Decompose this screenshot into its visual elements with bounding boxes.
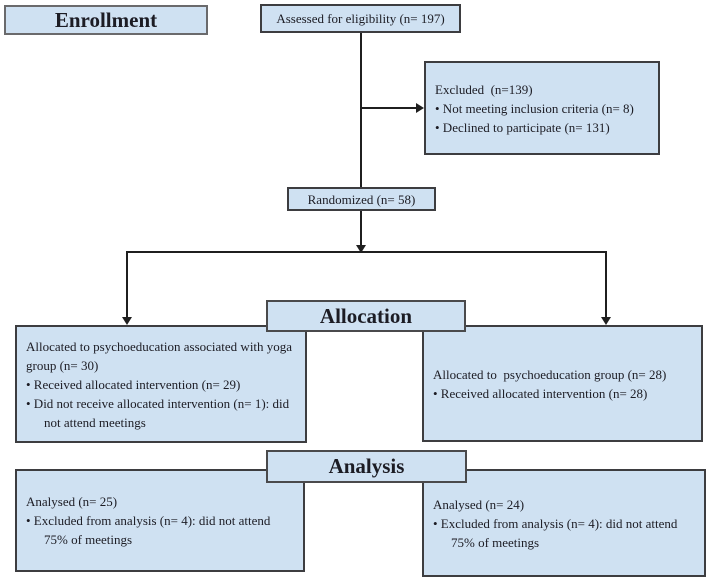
assessed-eligibility-box: Assessed for eligibility (n= 197)	[260, 4, 461, 33]
excluded-bullet-2: • Declined to participate (n= 131)	[435, 119, 610, 135]
arrowhead-split-icon	[356, 245, 366, 253]
allocation-yoga-title: Allocated to psychoeducation associated …	[26, 338, 296, 373]
analysis-yoga-title: Analysed (n= 25)	[26, 494, 118, 509]
connector-randomized-to-split	[360, 211, 362, 247]
analysis-phase-label: Analysis	[328, 454, 405, 478]
excluded-box: Excluded (n=139) • Not meeting inclusion…	[424, 61, 660, 155]
arrowhead-right-arm-icon	[601, 317, 611, 325]
randomized-text: Randomized (n= 58)	[307, 191, 416, 207]
excluded-title: Excluded (n=139)	[435, 81, 533, 97]
allocation-phase-label: Allocation	[319, 303, 413, 328]
analysis-yoga-box: Analysed (n= 25) • Excluded from analysi…	[15, 469, 305, 572]
arrowhead-excluded-icon	[416, 103, 424, 113]
randomized-box: Randomized (n= 58)	[287, 187, 436, 211]
enrollment-phase-label: Enrollment	[54, 7, 158, 32]
allocation-yoga-bullet-2: • Did not receive allocated intervention…	[26, 395, 293, 430]
allocation-phase-header: Allocation	[266, 300, 466, 332]
allocation-yoga-box: Allocated to psychoeducation associated …	[15, 325, 307, 443]
allocation-psychoeducation-bullet-1: • Received allocated intervention (n= 28…	[433, 385, 648, 401]
connector-left-arm	[126, 251, 128, 318]
analysis-psychoeducation-bullet-1: • Excluded from analysis (n= 4): did not…	[433, 515, 681, 550]
connector-assessed-to-randomized	[360, 33, 362, 187]
arrowhead-left-arm-icon	[122, 317, 132, 325]
allocation-psychoeducation-title: Allocated to psychoeducation group (n= 2…	[433, 366, 667, 382]
connector-right-arm	[605, 251, 607, 318]
analysis-yoga-bullet-1: • Excluded from analysis (n= 4): did not…	[26, 513, 274, 547]
assessed-eligibility-text: Assessed for eligibility (n= 197)	[276, 11, 445, 26]
excluded-bullet-1: • Not meeting inclusion criteria (n= 8)	[435, 100, 634, 116]
connector-to-excluded	[361, 107, 417, 109]
allocation-yoga-bullet-1: • Received allocated intervention (n= 29…	[26, 376, 241, 392]
analysis-psychoeducation-box: Analysed (n= 24) • Excluded from analysi…	[422, 469, 706, 577]
connector-branch-horizontal	[126, 251, 607, 253]
enrollment-phase-header: Enrollment	[4, 5, 208, 35]
allocation-psychoeducation-box: Allocated to psychoeducation group (n= 2…	[422, 325, 703, 442]
analysis-phase-header: Analysis	[266, 450, 467, 483]
analysis-psychoeducation-title: Analysed (n= 24)	[433, 496, 525, 512]
